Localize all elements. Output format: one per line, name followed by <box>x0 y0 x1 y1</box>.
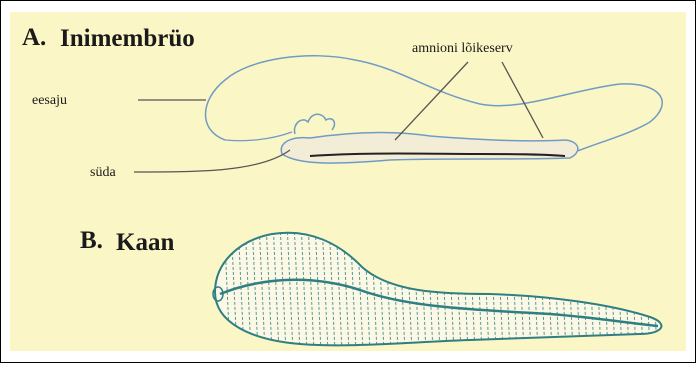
panel-a-title: Inimembrüo <box>60 25 195 52</box>
figure-canvas: A. Inimembrüo eesaju süda amnioni lõikes… <box>10 12 686 351</box>
panel-a-letter: A. <box>22 24 46 51</box>
label-forebrain: eesaju <box>32 93 67 108</box>
panel-b-title: Kaan <box>116 229 174 256</box>
panel-b-letter: B. <box>80 227 103 254</box>
label-amnion-cut-edge: amnioni lõikeserv <box>412 41 513 56</box>
figure-svg: A. Inimembrüo eesaju süda amnioni lõikes… <box>10 12 686 351</box>
label-heart: süda <box>90 165 116 180</box>
